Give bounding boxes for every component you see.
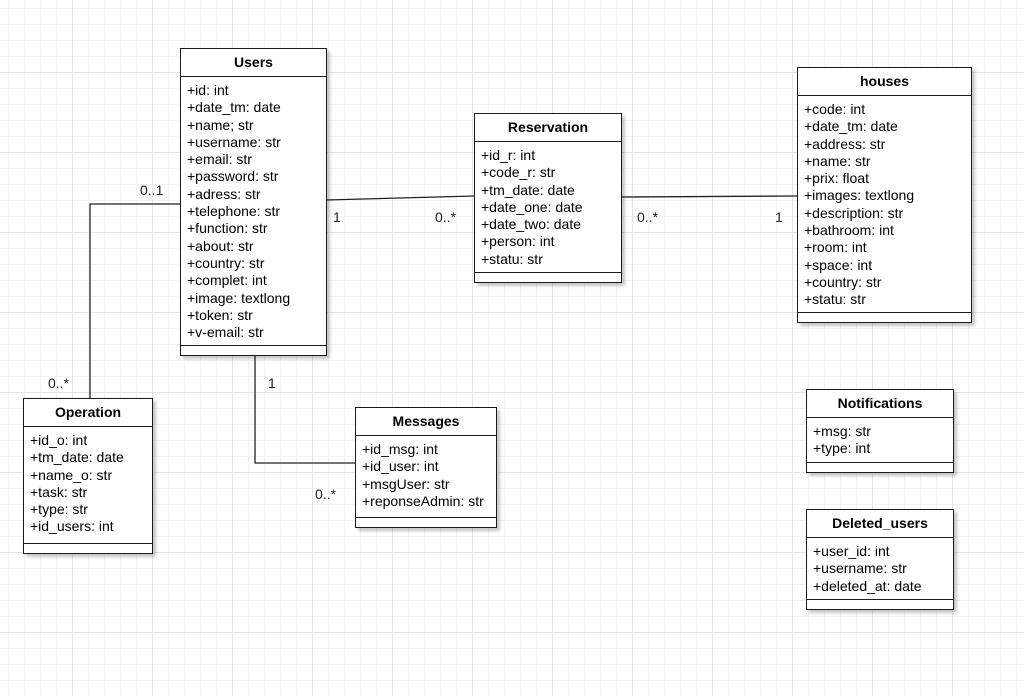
- class-attribute: +code: int: [804, 101, 866, 117]
- class-notifications-title: Notifications: [807, 390, 953, 418]
- class-attribute: +name: str: [804, 152, 871, 169]
- class-attribute: +date_one: date: [481, 198, 583, 215]
- class-attribute: +tm_date: date: [30, 449, 124, 466]
- class-attribute: +bathroom: int: [804, 222, 894, 239]
- multiplicity-users-operation-users-end: 0..1: [140, 182, 164, 198]
- class-attribute: +deleted_at: date: [813, 577, 922, 594]
- class-attribute: +email: str: [187, 151, 252, 168]
- class-deleted-users[interactable]: Deleted_users +user_id: int+username: st…: [806, 509, 954, 610]
- class-attribute: +person: int: [481, 233, 555, 250]
- class-attribute: +date_two: date: [481, 216, 582, 233]
- class-attribute: +images: textlong: [804, 187, 915, 204]
- multiplicity-reservation-houses-houses-end: 1: [775, 209, 783, 225]
- association-users-operation: [89, 203, 180, 398]
- class-messages-title: Messages: [356, 408, 496, 436]
- class-houses-methods: [798, 312, 971, 322]
- class-attribute: +function: str: [187, 220, 268, 237]
- class-attribute: +id_msg: int: [362, 441, 438, 457]
- class-attribute: +statu: str: [481, 250, 543, 267]
- class-messages[interactable]: Messages +id_msg: int+id_user: int+msgUs…: [355, 407, 497, 528]
- class-users-methods: [181, 345, 326, 355]
- class-attribute: +about: str: [187, 237, 254, 254]
- class-attribute: +address: str: [804, 135, 886, 152]
- multiplicity-users-messages-messages-end: 0..*: [315, 486, 337, 502]
- class-attribute: +username: str: [187, 133, 281, 150]
- class-operation-title: Operation: [24, 399, 152, 427]
- class-attribute: +password: str: [187, 168, 279, 185]
- class-attribute: +room: int: [804, 239, 867, 256]
- class-deleted-users-title: Deleted_users: [807, 510, 953, 538]
- class-attribute: +complet: int: [187, 272, 267, 289]
- class-notifications-methods: [807, 462, 953, 472]
- class-deleted-users-attributes: +user_id: int+username: str+deleted_at: …: [807, 538, 953, 599]
- class-attribute: +image: textlong: [187, 289, 291, 306]
- class-attribute: +country: str: [187, 254, 265, 271]
- class-attribute: +type: int: [813, 440, 871, 457]
- class-attribute: +type: str: [30, 501, 88, 518]
- class-attribute: +name; str: [187, 116, 254, 133]
- class-attribute: +code_r: str: [481, 164, 556, 181]
- class-notifications-attributes: +msg: str+type: int: [807, 418, 953, 462]
- class-operation[interactable]: Operation +id_o: int+tm_date: date+name_…: [23, 398, 153, 554]
- class-attribute: +token: str: [187, 306, 253, 323]
- class-attribute: +user_id: int: [813, 543, 890, 559]
- class-operation-attributes: +id_o: int+tm_date: date+name_o: str+tas…: [24, 427, 152, 543]
- class-attribute: +msgUser: str: [362, 475, 450, 492]
- class-attribute: +id_r: int: [481, 147, 536, 163]
- class-operation-methods: [24, 543, 152, 553]
- association-users-reservation: [325, 195, 475, 201]
- class-messages-methods: [356, 517, 496, 527]
- class-attribute: +tm_date: date: [481, 181, 575, 198]
- class-reservation[interactable]: Reservation +id_r: int+code_r: str+tm_da…: [474, 113, 622, 283]
- class-attribute: +statu: str: [804, 291, 866, 308]
- multiplicity-reservation-houses-reservation-end: 0..*: [637, 209, 659, 225]
- class-notifications[interactable]: Notifications +msg: str+type: int: [806, 389, 954, 473]
- class-attribute: +username: str: [813, 560, 907, 577]
- multiplicity-users-operation-operation-end: 0..*: [48, 375, 70, 391]
- association-reservation-houses: [620, 195, 798, 198]
- class-houses[interactable]: houses +code: int+date_tm: date+address:…: [797, 67, 972, 323]
- class-attribute: +description: str: [804, 204, 904, 221]
- class-attribute: +prix: float: [804, 170, 869, 187]
- class-attribute: +telephone: str: [187, 203, 281, 220]
- class-attribute: +v-email: str: [187, 324, 264, 341]
- class-attribute: +reponseAdmin: str: [362, 492, 484, 509]
- multiplicity-users-reservation-users-end: 1: [333, 209, 341, 225]
- class-attribute: +task: str: [30, 483, 88, 500]
- class-attribute: +id_users: int: [30, 518, 114, 535]
- class-attribute: +id: int: [187, 82, 229, 98]
- class-attribute: +adress: str: [187, 185, 261, 202]
- class-attribute: +name_o: str: [30, 466, 113, 483]
- class-reservation-attributes: +id_r: int+code_r: str+tm_date: date+dat…: [475, 142, 621, 272]
- multiplicity-users-reservation-reservation-end: 0..*: [435, 209, 457, 225]
- class-attribute: +date_tm: date: [804, 118, 898, 135]
- class-attribute: +date_tm: date: [187, 99, 281, 116]
- multiplicity-users-messages-users-end: 1: [268, 375, 276, 391]
- association-users-messages: [254, 356, 355, 464]
- class-messages-attributes: +id_msg: int+id_user: int+msgUser: str+r…: [356, 436, 496, 517]
- class-houses-attributes: +code: int+date_tm: date+address: str+na…: [798, 96, 971, 312]
- class-attribute: +id_user: int: [362, 458, 439, 475]
- class-reservation-methods: [475, 272, 621, 282]
- class-attribute: +msg: str: [813, 423, 871, 439]
- class-attribute: +country: str: [804, 273, 882, 290]
- class-deleted-users-methods: [807, 599, 953, 609]
- class-users-attributes: +id: int+date_tm: date+name; str+usernam…: [181, 77, 326, 345]
- class-attribute: +id_o: int: [30, 432, 88, 448]
- class-attribute: +space: int: [804, 256, 873, 273]
- class-houses-title: houses: [798, 68, 971, 96]
- class-users[interactable]: Users +id: int+date_tm: date+name; str+u…: [180, 48, 327, 356]
- class-users-title: Users: [181, 49, 326, 77]
- class-reservation-title: Reservation: [475, 114, 621, 142]
